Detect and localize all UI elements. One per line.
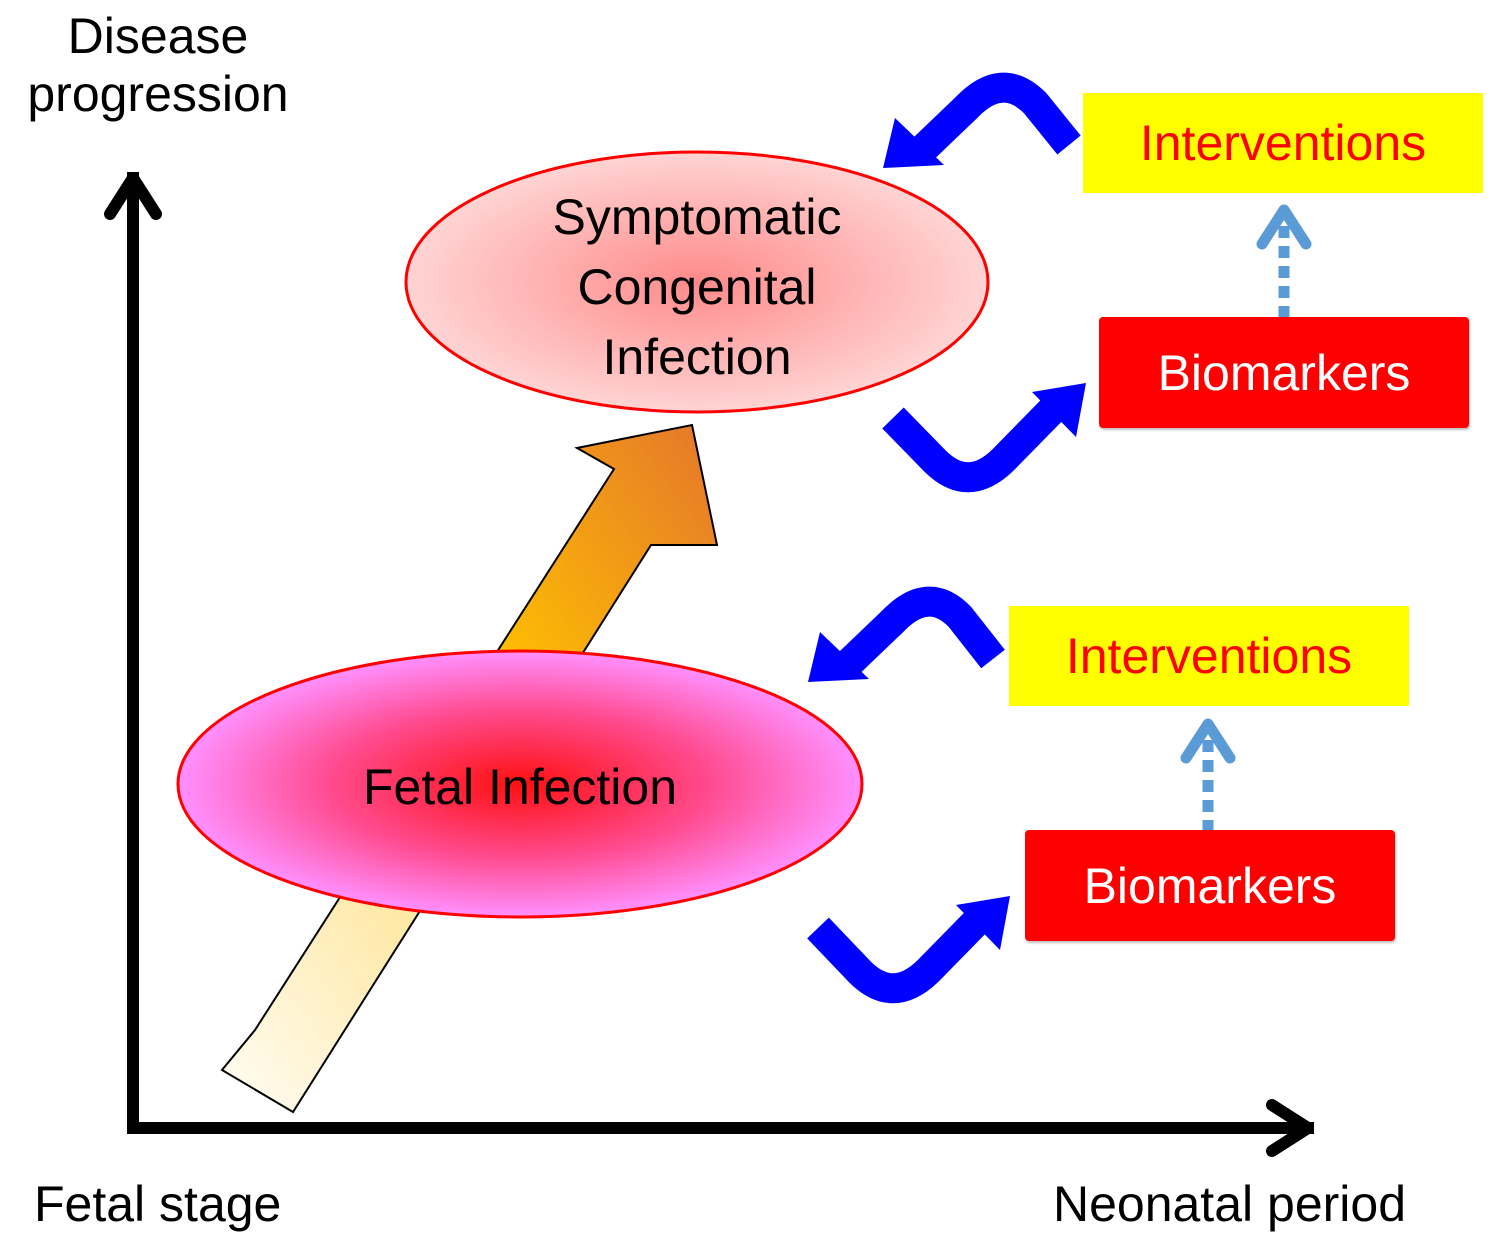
lower-feedback-curved-arrow — [835, 586, 1005, 677]
lower-cycle-arrows — [807, 586, 1236, 1004]
lower-dotted-arrowhead — [1180, 718, 1236, 764]
y-axis-arrowhead — [104, 172, 162, 220]
lower-measure-curved-arrow — [807, 910, 988, 1004]
upper-feedback-curved-arrow — [909, 72, 1081, 163]
fetal-infection-label: Fetal Infection — [362, 759, 678, 815]
x-axis-end-label: Neonatal period — [1052, 1176, 1406, 1232]
upper-measure-curved-arrow — [882, 399, 1063, 493]
lower-measure-arrowhead — [956, 896, 1010, 950]
lower-biomarkers-box: Biomarkers — [1025, 830, 1395, 941]
upper-interventions-box: Interventions — [1083, 93, 1483, 193]
x-axis-arrowhead — [1266, 1099, 1314, 1157]
upper-biomarkers-box: Biomarkers — [1099, 317, 1469, 428]
symptomatic-line2: Congenital — [577, 259, 817, 315]
upper-measure-arrowhead — [1032, 383, 1086, 437]
symptomatic-line1: Symptomatic — [552, 189, 842, 245]
y-axis-label-line1: Disease — [67, 8, 249, 64]
y-axis-label-line2: progression — [27, 65, 289, 122]
symptomatic-infection-ellipse — [404, 150, 990, 414]
lower-interventions-box: Interventions — [1009, 606, 1409, 706]
upper-feedback-arrowhead — [883, 118, 944, 168]
upper-dotted-arrowhead — [1256, 204, 1312, 250]
x-axis-start-label: Fetal stage — [34, 1176, 282, 1232]
fetal-infection-ellipse — [176, 649, 864, 919]
lower-feedback-arrowhead — [808, 632, 869, 682]
symptomatic-infection-label: Symptomatic Congenital Infection — [497, 182, 897, 392]
symptomatic-line3: Infection — [602, 329, 792, 385]
y-axis-label: Disease progression — [8, 8, 308, 123]
axes — [104, 172, 1314, 1157]
upper-cycle-arrows — [882, 72, 1312, 493]
